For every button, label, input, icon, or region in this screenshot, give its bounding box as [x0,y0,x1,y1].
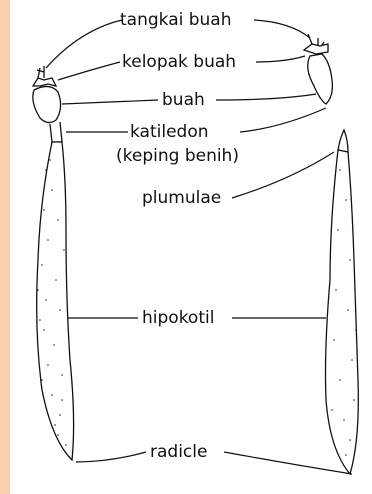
line-tangkai-right [254,20,310,38]
label-katiledon: katiledon [130,124,209,141]
right-calyx [304,44,328,54]
line-buah-left [62,100,158,104]
label-keping-benih: (keping benih) [116,148,239,165]
left-fruit-stalk [37,66,44,78]
left-fruit [33,86,61,122]
label-radicle: radicle [150,444,207,461]
line-radicle-left [76,452,146,462]
label-tangkai-buah: tangkai buah [120,12,232,29]
left-hypocotyl [37,142,74,460]
line-kelopak-right [256,56,305,62]
line-buah-right [216,94,316,100]
label-hipokotil: hipokotil [142,310,214,327]
label-kelopak-buah: kelopak buah [122,54,236,71]
line-tangkai-left [46,20,122,68]
right-plumule [338,130,348,152]
left-calyx [33,78,56,86]
label-buah: buah [162,92,205,109]
right-specimen [304,34,358,474]
line-kelopak-left [58,62,120,80]
left-specimen [33,66,74,460]
right-fruit [308,54,333,104]
line-radicle-right [224,452,352,474]
line-katiledon-right [240,108,326,132]
right-hypocotyl [326,150,359,474]
label-plumulae: plumulae [142,190,221,207]
leader-lines [46,20,352,474]
left-cotyledon [50,122,62,142]
line-plumulae [232,152,334,198]
